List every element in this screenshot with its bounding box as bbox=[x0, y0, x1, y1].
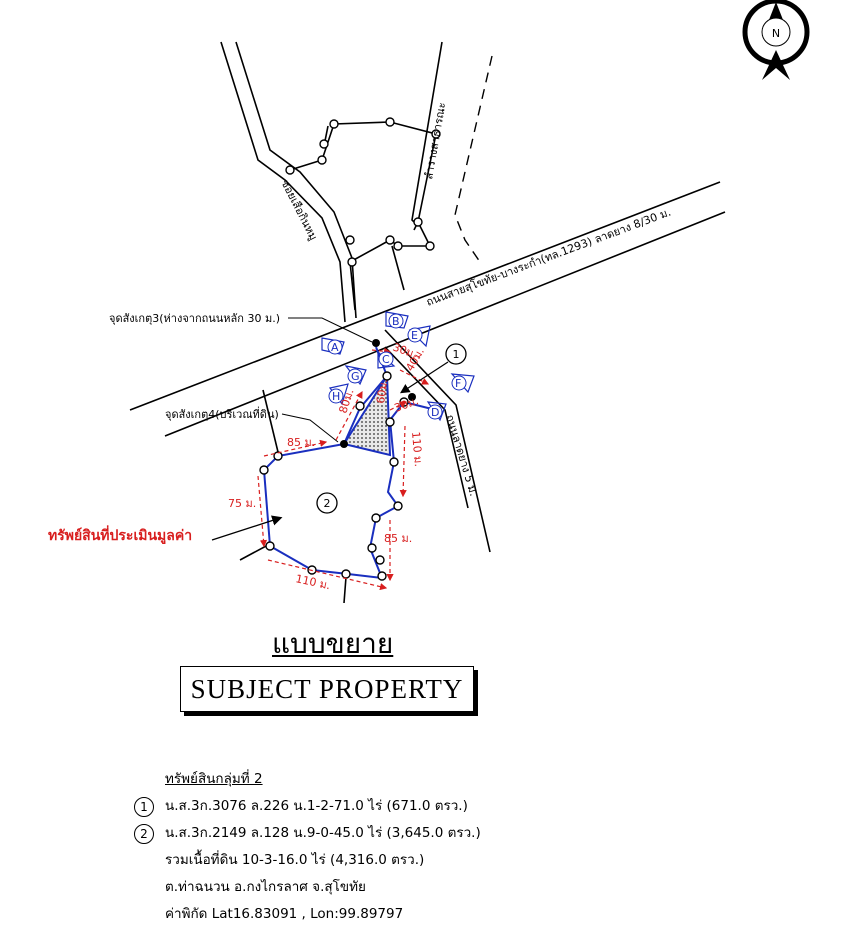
view-marker-g: G bbox=[344, 365, 367, 386]
svg-text:1: 1 bbox=[453, 348, 460, 361]
legend-location: ต.ท่าฉนวน อ.กงไกรลาศ จ.สุโขทัย bbox=[165, 879, 366, 895]
property-legend: ทรัพย์สินกลุ่มที่ 2 1 น.ส.3ก.3076 ล.226 … bbox=[133, 766, 553, 928]
north-label: N bbox=[772, 27, 780, 40]
svg-text:D: D bbox=[431, 406, 439, 419]
appraised-property-label: ทรัพย์สินที่ประเมินมูลค่า bbox=[48, 525, 192, 544]
svg-text:B: B bbox=[392, 315, 400, 328]
legend-title: ทรัพย์สินกลุ่มที่ 2 bbox=[165, 771, 263, 787]
dim-85b: 85 ม. bbox=[384, 532, 412, 545]
legend-row-2: 2 น.ส.3ก.2149 ล.128 น.9-0-45.0 ไร่ (3,64… bbox=[133, 820, 553, 847]
legend-number-2: 2 bbox=[134, 824, 154, 844]
view-marker-d: D bbox=[426, 401, 447, 422]
legend-total: รวมเนื้อที่ดิน 10-3-16.0 ไร่ (4,316.0 ตร… bbox=[165, 852, 425, 868]
dim-85a: 85 ม. bbox=[287, 436, 315, 449]
measurement-lines bbox=[257, 347, 430, 591]
view-marker-e: E bbox=[407, 325, 431, 348]
main-road bbox=[129, 181, 726, 437]
legend-coordinates: ค่าพิกัด Lat16.83091 , Lon:99.89797 bbox=[165, 906, 404, 922]
dim-75: 75 ม. bbox=[228, 497, 256, 510]
svg-text:E: E bbox=[411, 329, 418, 342]
subject-property-box: SUBJECT PROPERTY bbox=[180, 666, 474, 712]
road-label-main: ถนนสายสุโขทัย-บางระกำ(ทล.1293) ลาดยาง 8/… bbox=[424, 205, 673, 309]
side-road bbox=[384, 329, 491, 553]
svg-text:C: C bbox=[382, 353, 390, 366]
svg-text:G: G bbox=[351, 370, 360, 383]
observation-point-3-label: จุดสังเกตุ3(ห่างจากถนนหลัก 30 ม.) bbox=[109, 312, 280, 325]
dim-30b: 30ม. bbox=[393, 394, 421, 415]
parcel-nodes bbox=[259, 339, 416, 581]
view-marker-a: A bbox=[321, 337, 345, 355]
canal-dashed-line bbox=[454, 55, 493, 263]
legend-number-1: 1 bbox=[134, 797, 154, 817]
parcel-number-1: 1 bbox=[399, 343, 467, 394]
dim-110b: 110 ม. bbox=[294, 572, 331, 592]
view-marker-f: F bbox=[450, 373, 475, 394]
legend-text-2: น.ส.3ก.2149 ล.128 น.9-0-45.0 ไร่ (3,645.… bbox=[165, 825, 481, 841]
dim-60: 60ม. bbox=[374, 378, 390, 404]
parcel-number-2: 2 bbox=[316, 492, 338, 514]
legend-row-1: 1 น.ส.3ก.3076 ล.226 น.1-2-71.0 ไร่ (671.… bbox=[133, 793, 553, 820]
subject-property-label: SUBJECT PROPERTY bbox=[190, 673, 464, 704]
view-marker-h: H bbox=[328, 383, 349, 406]
svg-text:H: H bbox=[332, 390, 340, 403]
view-marker-c: C bbox=[377, 350, 396, 369]
legend-text-1: น.ส.3ก.3076 ล.226 น.1-2-71.0 ไร่ (671.0 … bbox=[165, 798, 468, 814]
boundary-nodes-network bbox=[285, 117, 441, 311]
north-arrow-icon: N bbox=[742, 0, 810, 80]
road-label-side: ถนนลาดยาง 5 ม. bbox=[443, 413, 480, 498]
svg-text:F: F bbox=[455, 377, 461, 390]
dim-110a: 110 ม. bbox=[409, 431, 425, 467]
observation-point-4-label: จุดสังเกตุ4(บริเวณที่ดิน) bbox=[165, 406, 279, 421]
view-marker-b: B bbox=[385, 311, 409, 329]
parcel-1-area bbox=[342, 372, 392, 457]
location-map: N bbox=[48, 0, 810, 604]
svg-text:2: 2 bbox=[324, 497, 331, 510]
svg-text:A: A bbox=[331, 341, 339, 354]
enlarged-plan-heading: แบบขยาย bbox=[272, 627, 394, 660]
soi-road bbox=[220, 41, 357, 323]
view-markers: A B C D E F G H bbox=[321, 311, 475, 422]
